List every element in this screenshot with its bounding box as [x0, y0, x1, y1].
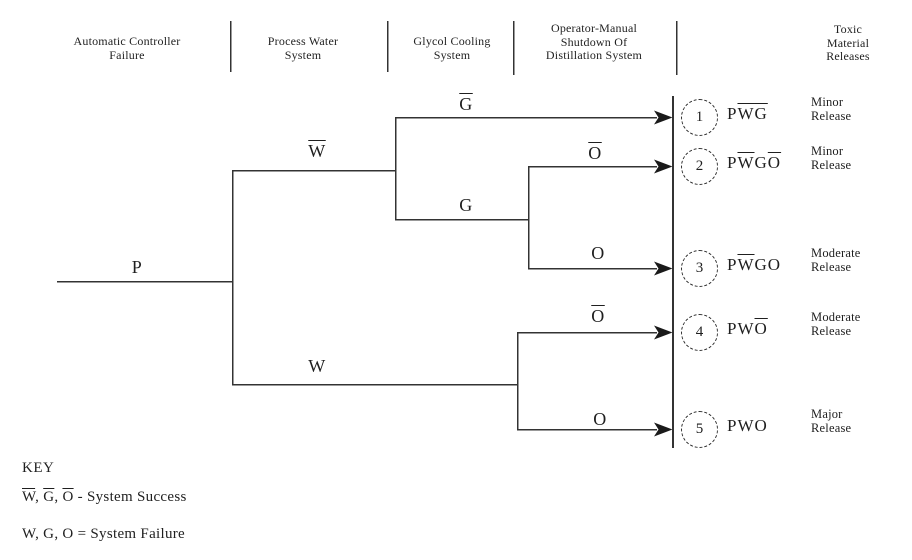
outcome-1-sequence: PWG	[727, 104, 768, 123]
key-title: KEY	[22, 460, 55, 476]
outcome-2-sequence: PWGO	[727, 153, 782, 172]
key-system-failure-line: W, G, O = System Failure	[22, 526, 186, 542]
outcome-4-circle: 4	[681, 314, 718, 351]
outcome-2-release: Minor Release	[811, 144, 852, 172]
arrowheads	[654, 110, 673, 437]
branch-label-o-success-lower: O	[591, 306, 605, 326]
key-system-success-line: W, G, O - System Success	[22, 489, 187, 505]
outcome-1-release: Minor Release	[811, 95, 852, 123]
outcome-5-circle: 5	[681, 411, 718, 448]
column-header-glycol-cooling-system: Glycol Cooling System	[413, 34, 491, 62]
branch-label-w-failure: W	[308, 356, 326, 376]
outcome-4-sequence: PWO	[727, 319, 768, 338]
column-header-process-water-system: Process Water System	[267, 34, 339, 62]
branch-label-w-success: W	[308, 141, 326, 161]
branch-label-g-failure: G	[459, 195, 473, 215]
outcome-4-release: Moderate Release	[811, 310, 861, 338]
outcome-5-sequence: PWO	[727, 416, 768, 435]
branch-label-o-failure-upper: O	[591, 243, 605, 263]
outcome-1-circle: 1	[681, 99, 718, 136]
column-header-operator-manual-shutdown: Operator-Manual Shutdown Of Distillation…	[545, 21, 643, 62]
column-header-toxic-material-releases: Toxic Material Releases	[826, 22, 870, 63]
outcome-3-circle: 3	[681, 250, 718, 287]
branch-label-g-success: G	[459, 94, 473, 114]
column-separators	[229, 21, 678, 75]
outcome-2-circle: 2	[681, 148, 718, 185]
outcome-3-sequence: PWGO	[727, 255, 782, 274]
branch-lines	[57, 116, 657, 431]
outcome-5-release: Major Release	[811, 407, 852, 435]
column-header-automatic-controller-failure: Automatic Controller Failure	[73, 34, 181, 62]
branch-label-o-failure-lower: O	[593, 409, 607, 429]
branch-label-o-success-upper: O	[588, 143, 602, 163]
outcome-3-release: Moderate Release	[811, 246, 861, 274]
branch-label-initiating-event-p: P	[131, 257, 143, 277]
